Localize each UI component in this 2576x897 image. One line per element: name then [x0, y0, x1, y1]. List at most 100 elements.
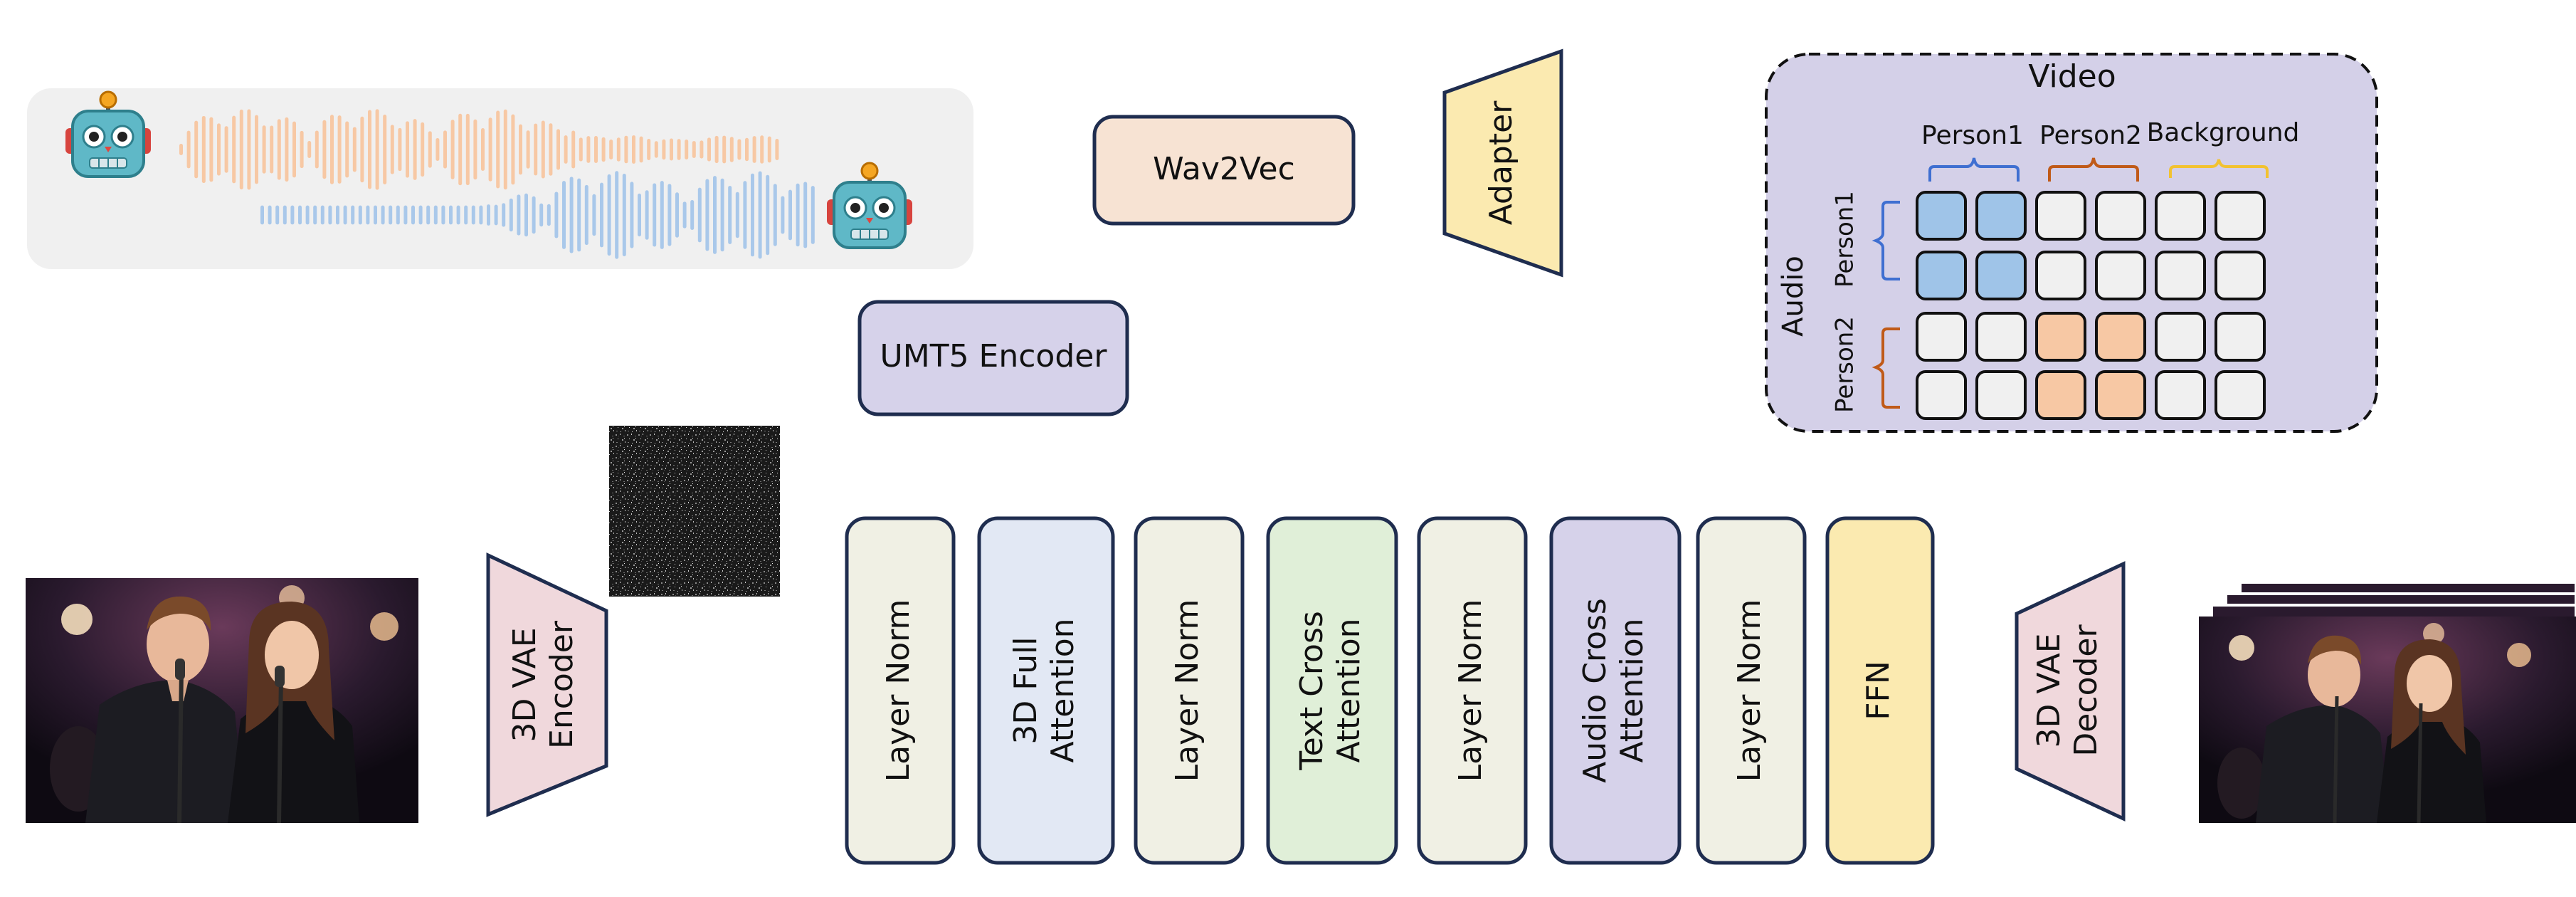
dit-block-label: Attention: [1614, 618, 1650, 762]
waveform-bar: [714, 135, 719, 164]
waveform-bar: [645, 190, 649, 240]
mask-cell: [2155, 191, 2206, 241]
waveform-bar: [368, 110, 371, 189]
waveform-bar: [697, 187, 702, 243]
waveform-bar: [556, 129, 560, 170]
vae-encoder-label-line1: 3D VAE: [507, 627, 543, 742]
dit-block-label: Layer Norm: [1452, 599, 1489, 782]
waveform-bar: [275, 205, 280, 225]
waveform-bar: [517, 194, 521, 236]
waveform-bar: [390, 125, 394, 174]
waveform-bar: [383, 115, 387, 184]
waveform-bar: [577, 178, 581, 252]
waveform-bar: [677, 139, 681, 160]
dit-block-box: [1134, 516, 1245, 865]
vae-decoder-module: 3D VAE Decoder: [2015, 561, 2126, 822]
waveform-bar: [389, 205, 393, 225]
waveform-bar: [298, 205, 302, 225]
waveform-bar: [584, 184, 588, 246]
waveform-bar: [260, 205, 264, 225]
waveform-bar: [532, 196, 536, 234]
waveform-bar: [519, 124, 522, 175]
umt5-encoder-label: UMT5 Encoder: [880, 338, 1108, 374]
column-label-person2: Person2: [2039, 121, 2142, 150]
audio-video-mask-panel: Video Person1 Person2 Background Audio P…: [1765, 53, 2378, 433]
waveform-bar: [179, 144, 183, 155]
waveform-bar: [443, 130, 447, 169]
waveform-bar: [186, 130, 191, 169]
mask-cell: [2095, 370, 2146, 420]
vae-decoder-label-line2: Decoder: [2068, 624, 2104, 757]
waveform-bar: [262, 125, 266, 174]
waveform-bar: [722, 135, 727, 164]
waveform-bar: [796, 183, 800, 247]
waveform-bar: [638, 193, 641, 237]
waveform-bar: [315, 130, 319, 169]
waveform-bar: [592, 194, 596, 236]
row-label-person1: Person1: [1831, 191, 1859, 288]
waveform-bar: [268, 205, 272, 225]
waveform-bar: [360, 116, 364, 183]
waveform-bar: [690, 200, 695, 230]
waveform-bar: [735, 192, 739, 238]
waveform-bar: [707, 137, 711, 162]
waveform-bar: [496, 110, 500, 189]
man-singer-figure: [85, 596, 246, 823]
waveform-bar: [616, 137, 621, 162]
waveform-bar: [358, 205, 362, 225]
mask-cell: [2095, 251, 2146, 300]
waveform-bar: [675, 192, 679, 238]
vae-encoder-module: 3D VAE Encoder: [486, 552, 608, 817]
mask-grid: [1916, 191, 2266, 420]
waveform-bar: [328, 205, 332, 225]
waveform-bar: [413, 119, 417, 180]
mask-cell: [2215, 251, 2266, 300]
waveform-bar: [503, 109, 507, 190]
mask-cell: [1975, 191, 2027, 241]
waveform-bar: [571, 130, 576, 169]
waveform-bar: [320, 205, 324, 225]
waveform-bar: [549, 123, 553, 176]
waveform-bar: [745, 137, 749, 162]
dit-block-label: Attention: [1045, 618, 1081, 762]
mask-cell: [1975, 251, 2027, 300]
waveform-bar: [456, 205, 460, 225]
mask-cell: [1916, 251, 1967, 300]
waveform-bar: [622, 174, 626, 256]
waveform-bar: [418, 205, 423, 225]
waveform-bar: [751, 173, 754, 257]
waveform-bar: [682, 201, 687, 229]
waveform-bar: [720, 178, 724, 252]
mask-cell: [1916, 191, 1967, 241]
mask-cell: [2155, 370, 2206, 420]
waveform-bar: [307, 140, 312, 159]
dit-block: Layer Norm: [1134, 516, 1245, 865]
waveform-bar: [511, 114, 515, 185]
waveform-bar: [713, 176, 717, 254]
waveform-bar: [662, 139, 666, 160]
column-label-person1: Person1: [1921, 121, 2024, 150]
waveform-bar: [766, 174, 770, 256]
waveform-bar: [594, 135, 598, 164]
waveform-bar: [743, 181, 747, 249]
waveform-bar: [411, 205, 415, 225]
waveform-bar: [201, 115, 206, 184]
noise-latent-image: [609, 426, 780, 597]
waveform-bar: [403, 205, 408, 225]
waveform-bar: [300, 130, 304, 169]
waveform-bar: [224, 126, 228, 173]
waveform-bar: [775, 138, 779, 161]
adapter-module: Adapter: [1442, 48, 1563, 278]
waveform-bar: [292, 121, 296, 178]
waveform-bar: [337, 115, 342, 184]
mask-cell: [2095, 191, 2146, 241]
dit-block-box: [1825, 516, 1935, 865]
waveform-bar: [632, 135, 635, 164]
waveform-bar: [255, 115, 258, 184]
dit-block-label: Audio Cross: [1577, 598, 1613, 783]
waveform-bar: [564, 135, 568, 164]
wav2vec-box: [1092, 115, 1356, 226]
